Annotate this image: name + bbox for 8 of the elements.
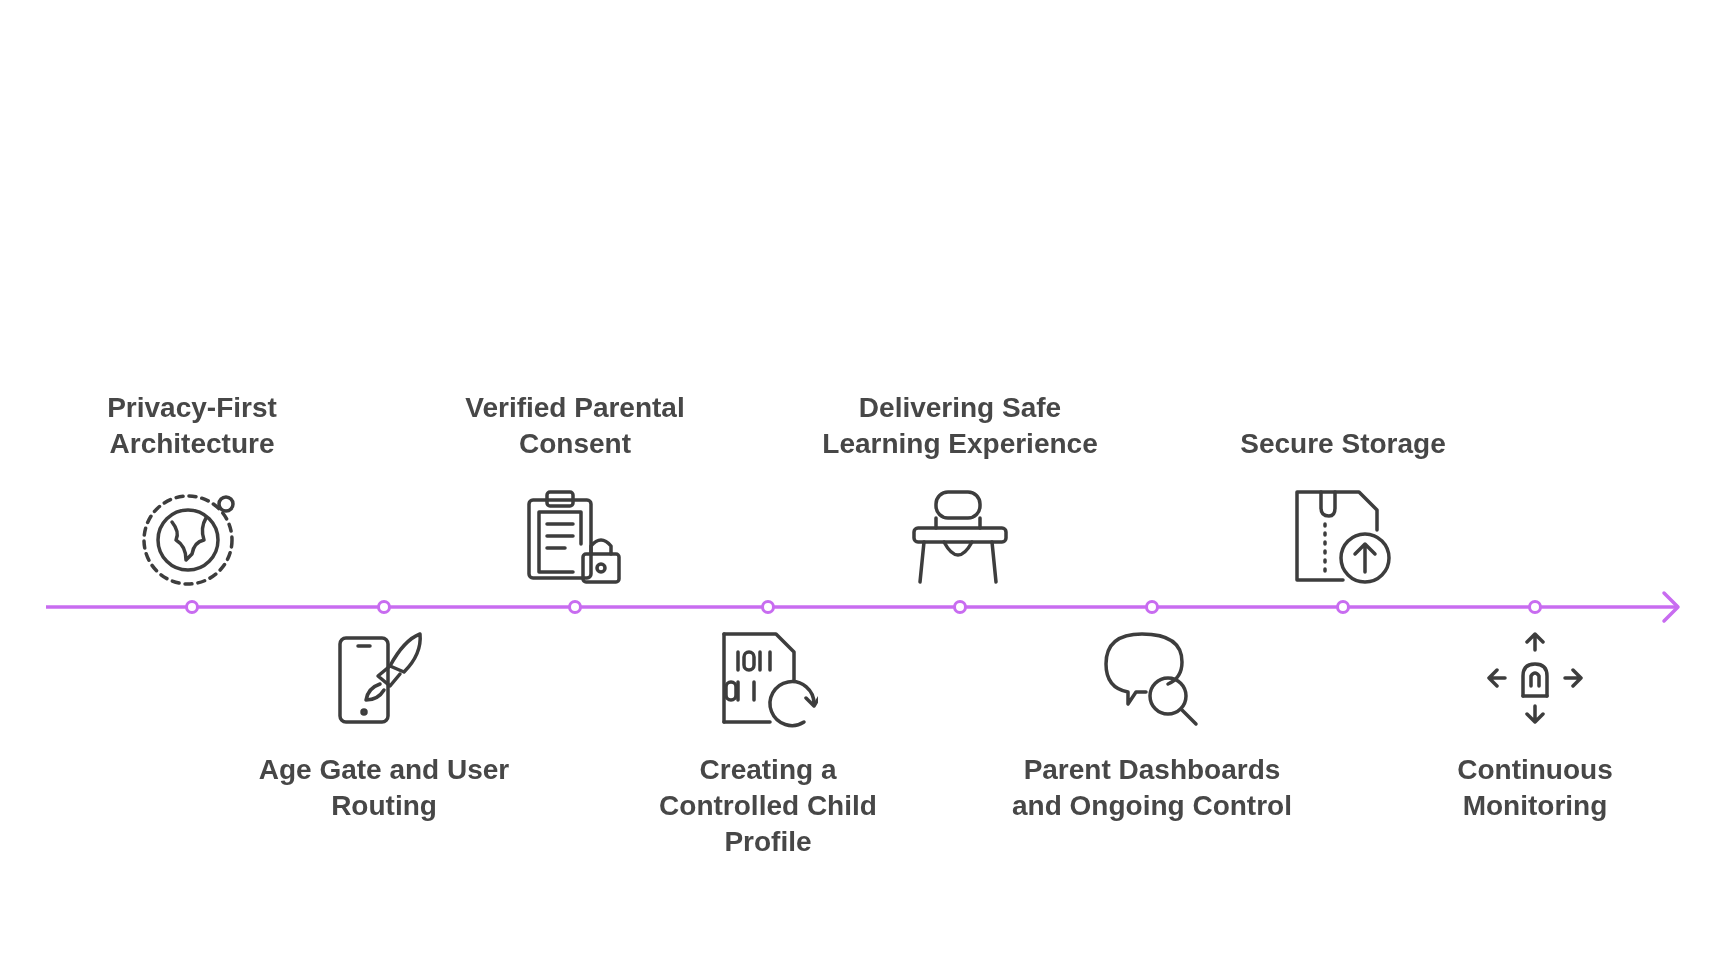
step-label: Secure Storage bbox=[1239, 427, 1447, 461]
step-label: Creating a Controlled Child Profile bbox=[658, 753, 878, 859]
step-label: Verified Parental Consent bbox=[464, 391, 686, 461]
step-label: Age Gate and User Routing bbox=[257, 753, 511, 823]
step-label: Delivering Safe Learning Experience bbox=[821, 391, 1099, 461]
step-label: Continuous Monitoring bbox=[1456, 753, 1614, 823]
step-label: Parent Dashboards and Ongoing Control bbox=[1011, 753, 1293, 823]
step-label: Privacy-First Architecture bbox=[106, 391, 278, 461]
